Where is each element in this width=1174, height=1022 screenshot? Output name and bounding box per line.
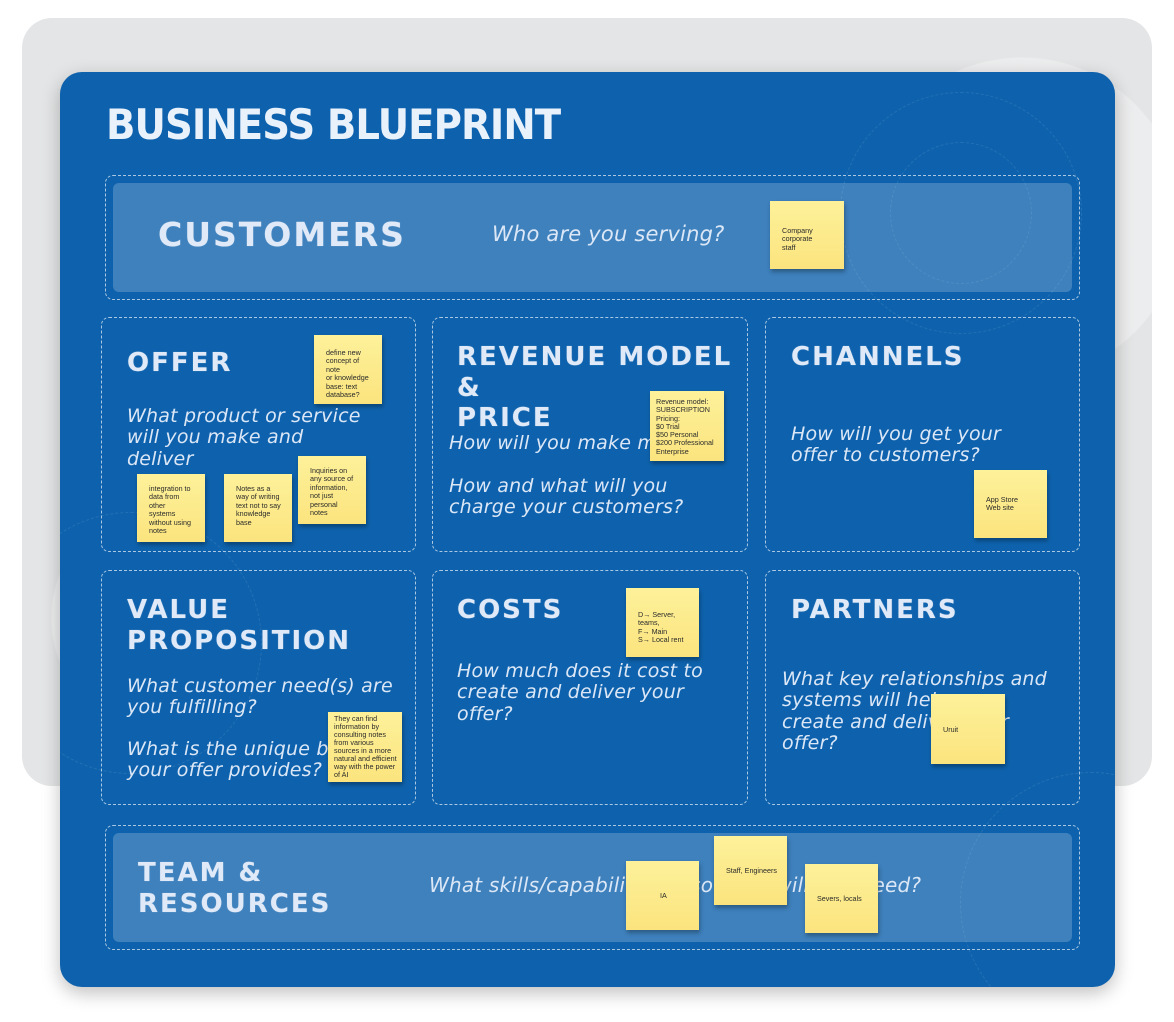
sticky-note[interactable]: App Store Web site — [974, 470, 1047, 538]
sticky-note[interactable]: Staff, Engineers — [714, 836, 787, 905]
section-customers[interactable]: CUSTOMERS Who are you serving? — [105, 175, 1080, 300]
section-question: How and what will you charge your custom… — [449, 475, 684, 519]
sticky-note[interactable]: Notes as a way of writing text not to sa… — [224, 474, 292, 542]
section-heading: COSTS — [457, 595, 564, 625]
section-question: How will you make money? — [449, 432, 714, 454]
section-revenue-model-price[interactable]: REVENUE MODEL & PRICE How will you make … — [432, 317, 748, 552]
sticky-note[interactable]: D→ Server, teams, F→ Main S→ Local rent — [626, 588, 699, 657]
section-question: What key relationships and systems will … — [782, 668, 1047, 754]
sticky-note[interactable]: define new concept of note or knowledge … — [314, 335, 382, 404]
sticky-note[interactable]: IA — [626, 861, 699, 930]
decorative-circle — [890, 142, 1032, 284]
sticky-note[interactable]: Uruit — [931, 694, 1005, 764]
sticky-note[interactable]: Company corporate staff — [770, 201, 844, 269]
section-value-proposition[interactable]: VALUE PROPOSITION What customer need(s) … — [101, 570, 416, 805]
section-question: Who are you serving? — [492, 222, 725, 246]
section-question: What product or service will you make an… — [127, 405, 361, 470]
board-title: BUSINESS BLUEPRINT — [106, 100, 561, 149]
section-band — [113, 833, 1072, 942]
section-costs[interactable]: COSTS How much does it cost to create an… — [432, 570, 748, 805]
section-question: How much does it cost to create and deli… — [457, 660, 703, 725]
section-heading: CUSTOMERS — [158, 215, 406, 254]
sticky-note[interactable]: Revenue model: SUBSCRIPTION Pricing: $0 … — [650, 391, 724, 461]
section-band — [113, 183, 1072, 292]
section-offer[interactable]: OFFER What product or service will you m… — [101, 317, 416, 552]
sticky-note[interactable]: They can find information by consulting … — [328, 712, 402, 782]
section-heading: VALUE PROPOSITION — [127, 595, 352, 656]
section-question: What customer need(s) are you fulfilling… — [127, 675, 393, 719]
section-heading: OFFER — [127, 348, 233, 378]
section-channels[interactable]: CHANNELS How will you get your offer to … — [765, 317, 1080, 552]
section-question: How will you get your offer to customers… — [791, 423, 1002, 467]
business-blueprint-board: BUSINESS BLUEPRINT CUSTOMERS Who are you… — [60, 72, 1115, 987]
section-heading: PARTNERS — [791, 595, 959, 625]
sticky-note[interactable]: integration to data from other systems w… — [137, 474, 205, 542]
section-partners[interactable]: PARTNERS What key relationships and syst… — [765, 570, 1080, 805]
sticky-note[interactable]: Inquiries on any source of information, … — [298, 456, 366, 524]
section-heading: TEAM & RESOURCES — [138, 858, 332, 919]
sticky-note[interactable]: Severs, locals — [805, 864, 878, 933]
section-team-resources[interactable]: TEAM & RESOURCES What skills/capabilitie… — [105, 825, 1080, 950]
section-heading: CHANNELS — [791, 342, 965, 372]
section-heading: REVENUE MODEL & PRICE — [457, 342, 733, 434]
